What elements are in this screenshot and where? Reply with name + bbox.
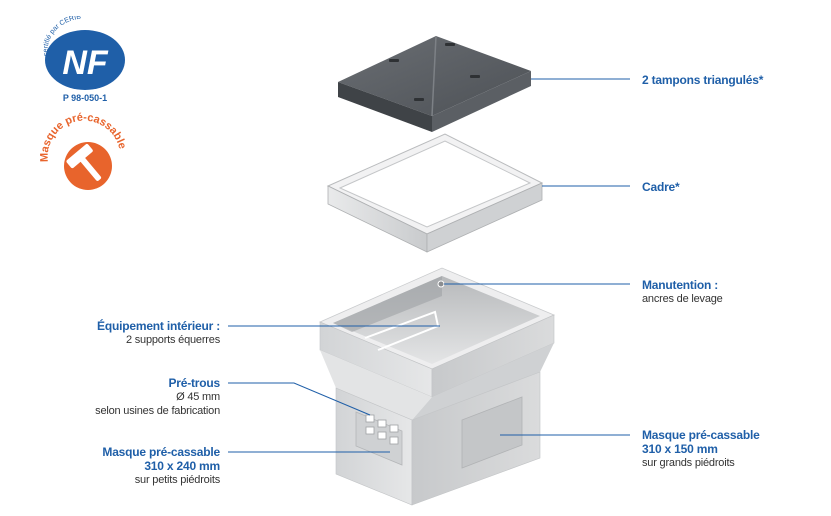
hammer-icon: [66, 144, 102, 181]
nf-logo: certifié par CERIB NF P 98-050-1: [38, 16, 132, 108]
leader-lines: [228, 78, 630, 453]
label-masque-petit: Masque pré-cassable 310 x 240 mm sur pet…: [40, 445, 220, 487]
pretrous-sub2: selon usines de fabrication: [95, 405, 220, 417]
manutention-title: Manutention :: [642, 278, 719, 292]
nf-standard: P 98-050-1: [62, 93, 108, 103]
label-tampons: 2 tampons triangulés*: [642, 73, 764, 87]
label-manutention: Manutention : ancres de levage: [642, 278, 723, 306]
pretrous-sub1: Ø 45 mm: [176, 391, 220, 403]
pretrous-title: Pré-trous: [168, 376, 220, 390]
label-pretrous: Pré-trous Ø 45 mm selon usines de fabric…: [40, 376, 220, 418]
masque-petit-title1: Masque pré-cassable: [102, 445, 220, 459]
masque-grand-sub: sur grands piédroits: [642, 457, 735, 469]
masque-petit-sub: sur petits piédroits: [134, 474, 220, 486]
frame-cadre: [326, 133, 544, 253]
label-cadre: Cadre*: [642, 180, 680, 194]
chamber-body: [318, 267, 556, 506]
label-equipement: Équipement intérieur : 2 supports équerr…: [40, 319, 220, 347]
masque-petit-title2: 310 x 240 mm: [144, 459, 220, 473]
manutention-sub: ancres de levage: [642, 293, 723, 305]
equipement-sub: 2 supports équerres: [125, 334, 220, 346]
label-masque-grand: Masque pré-cassable 310 x 150 mm sur gra…: [642, 428, 760, 470]
masque-petit: [355, 411, 403, 466]
masque-badge: Masque pré-cassable: [36, 110, 132, 194]
masque-grand-title1: Masque pré-cassable: [642, 428, 760, 442]
pre-holes: [365, 414, 399, 445]
nf-letters: NF: [62, 44, 109, 82]
masque-grand-title2: 310 x 150 mm: [642, 442, 718, 456]
equipement-title: Équipement intérieur :: [97, 319, 220, 333]
lid-tampons: [338, 35, 531, 132]
masque-grand: [461, 396, 523, 469]
